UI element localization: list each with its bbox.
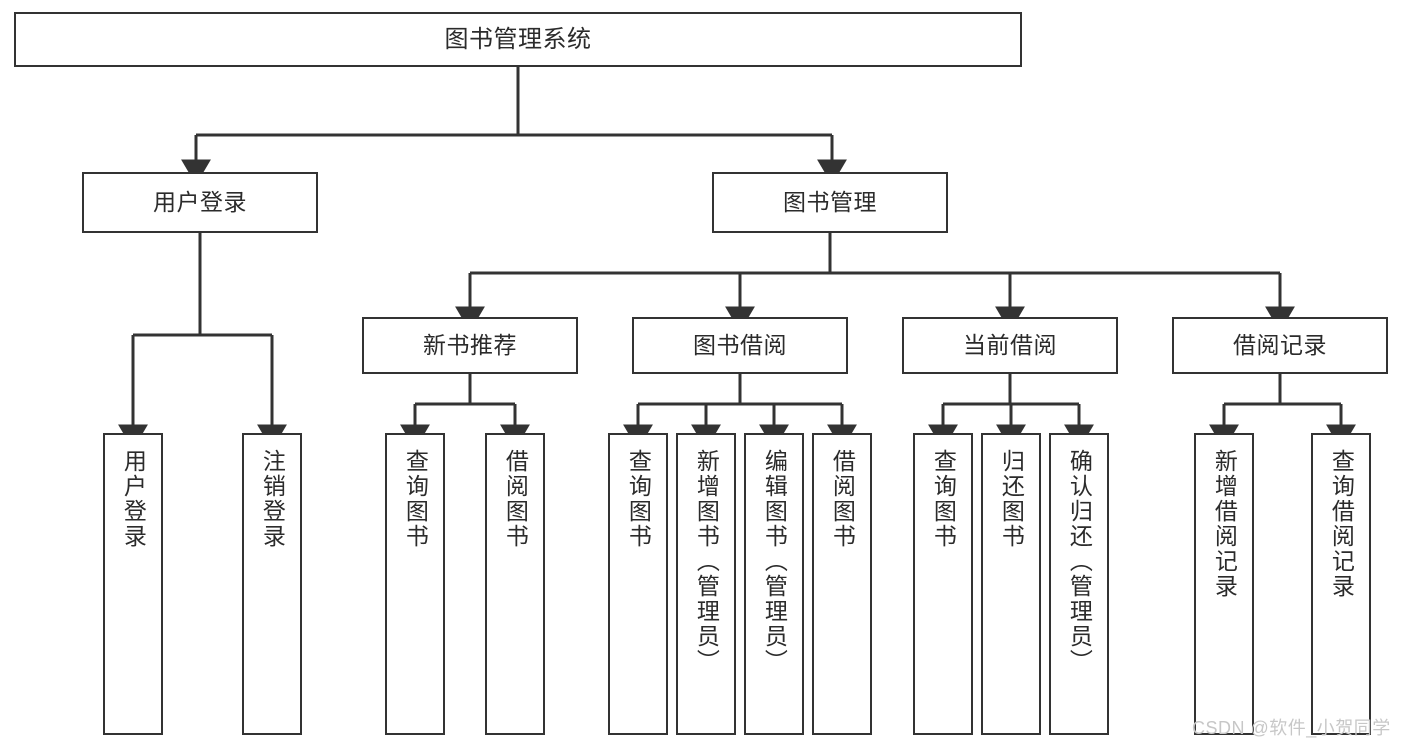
node-label: 新增借阅记录 (1211, 449, 1238, 599)
node-label: 注销登录 (259, 449, 286, 549)
node-label: 借阅图书 (829, 449, 856, 549)
node-label: 图书管理系统 (444, 25, 592, 53)
node-label: 查询图书 (402, 449, 429, 549)
node-label: 新增图书（管理员） (693, 449, 720, 674)
node-label: 编辑图书（管理员） (761, 449, 788, 674)
node-current-borrow[interactable]: 当前借阅 (902, 317, 1118, 374)
node-label: 借阅记录 (1233, 332, 1327, 359)
node-label: 新书推荐 (423, 332, 517, 359)
node-label: 借阅图书 (502, 449, 529, 549)
leaf-query-book-current[interactable]: 查询图书 (913, 433, 973, 735)
leaf-confirm-return-admin[interactable]: 确认归还（管理员） (1049, 433, 1109, 735)
node-book-management[interactable]: 图书管理 (712, 172, 948, 233)
leaf-add-book-admin[interactable]: 新增图书（管理员） (676, 433, 736, 735)
node-book-borrow[interactable]: 图书借阅 (632, 317, 848, 374)
node-label: 用户登录 (153, 189, 247, 216)
node-label: 当前借阅 (963, 332, 1057, 359)
leaf-edit-book-admin[interactable]: 编辑图书（管理员） (744, 433, 804, 735)
leaf-user-login[interactable]: 用户登录 (103, 433, 163, 735)
node-new-book-recommend[interactable]: 新书推荐 (362, 317, 578, 374)
leaf-return-book[interactable]: 归还图书 (981, 433, 1041, 735)
node-label: 用户登录 (120, 449, 147, 549)
node-root-system[interactable]: 图书管理系统 (14, 12, 1022, 67)
leaf-add-borrow-record[interactable]: 新增借阅记录 (1194, 433, 1254, 735)
node-label: 确认归还（管理员） (1066, 449, 1093, 674)
leaf-query-book-recommend[interactable]: 查询图书 (385, 433, 445, 735)
node-borrow-records[interactable]: 借阅记录 (1172, 317, 1388, 374)
leaf-borrow-book-recommend[interactable]: 借阅图书 (485, 433, 545, 735)
node-label: 图书借阅 (693, 332, 787, 359)
node-user-login[interactable]: 用户登录 (82, 172, 318, 233)
node-label: 查询图书 (930, 449, 957, 549)
leaf-borrow-book[interactable]: 借阅图书 (812, 433, 872, 735)
node-label: 图书管理 (783, 189, 877, 216)
leaf-query-book-borrow[interactable]: 查询图书 (608, 433, 668, 735)
node-label: 查询图书 (625, 449, 652, 549)
leaf-logout[interactable]: 注销登录 (242, 433, 302, 735)
leaf-query-borrow-record[interactable]: 查询借阅记录 (1311, 433, 1371, 735)
node-label: 查询借阅记录 (1328, 449, 1355, 599)
csdn-watermark: CSDN @软件_小贺同学 (1192, 718, 1391, 738)
node-label: 归还图书 (998, 449, 1025, 549)
